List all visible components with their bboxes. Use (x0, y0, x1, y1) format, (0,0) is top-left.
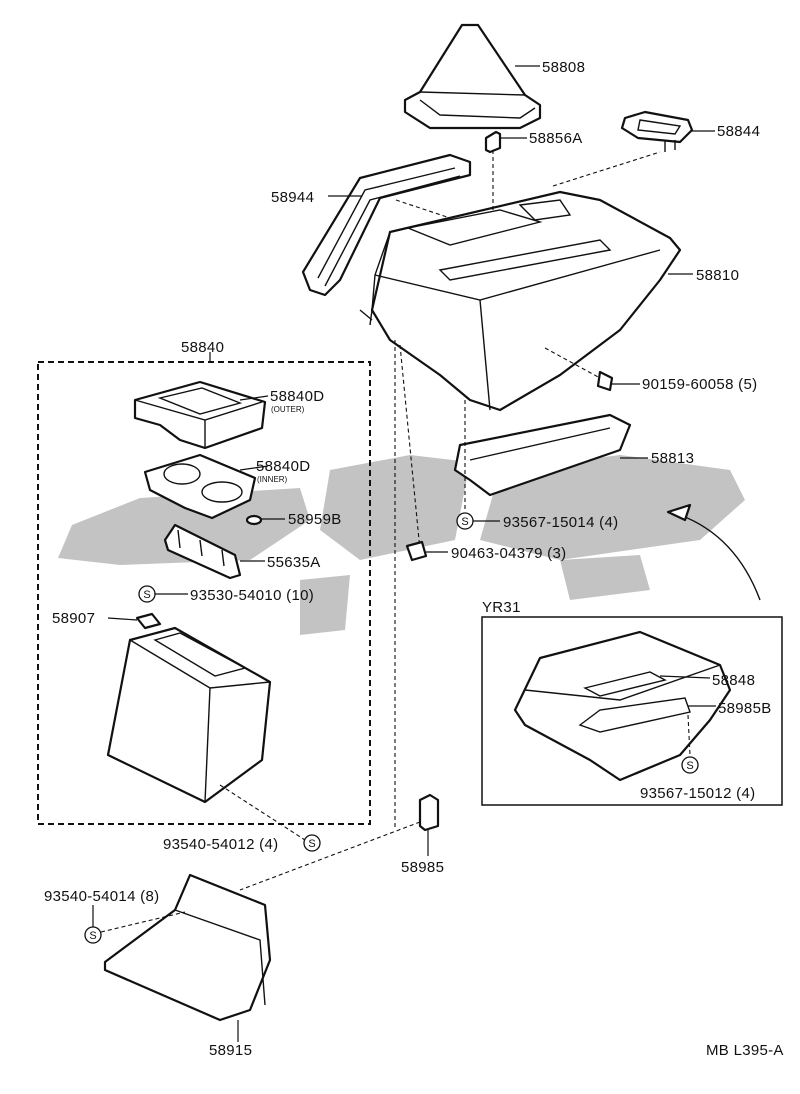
bolt-symbol-93567-15014: S (456, 512, 474, 530)
label-58915: 58915 (209, 1042, 252, 1059)
leader-58848 (659, 675, 711, 679)
dash-drop-1 (399, 344, 421, 551)
label-58844: 58844 (717, 123, 760, 140)
label-58808: 58808 (542, 59, 585, 76)
tray-58813 (453, 413, 632, 497)
leader-58840d-inner (239, 465, 269, 471)
label-55635a: 55635A (267, 554, 321, 571)
label-58907: 58907 (52, 610, 95, 627)
dash-box (219, 784, 306, 841)
bezel-58844 (620, 110, 694, 152)
label-93567-a: 93567-15014 (4) (503, 514, 618, 531)
bolt-symbol-93540-54014: S (84, 926, 102, 944)
label-93540-a: 93540-54012 (4) (163, 836, 278, 853)
label-yr31: YR31 (482, 599, 521, 616)
svg-text:S: S (308, 838, 315, 850)
cap-58959b (245, 514, 263, 526)
dash-93540-b (100, 911, 186, 933)
dash-screw (544, 347, 601, 379)
screw-90159 (596, 370, 614, 392)
leader-58840d-outer (239, 395, 269, 401)
svg-text:S: S (461, 516, 468, 528)
dash-58985 (239, 821, 421, 891)
label-drawing-code: MB L395-A (706, 1042, 784, 1059)
arrow-head (666, 503, 692, 522)
dash-a (395, 199, 451, 219)
dash-c (552, 151, 661, 187)
label-93567-b: 93567-15012 (4) (640, 785, 755, 802)
clip-90463 (405, 540, 428, 562)
bolt-symbol-93567-15012: S (681, 756, 699, 774)
rail-58944 (301, 153, 472, 297)
label-58813: 58813 (651, 450, 694, 467)
label-inner-note: (INNER) (257, 475, 288, 484)
label-outer-note: (OUTER) (271, 405, 305, 414)
label-93530: 93530-54010 (10) (190, 587, 314, 604)
arrow-curve (679, 514, 761, 601)
panel-58840d-inner (143, 453, 257, 520)
bolt-symbol-93530: S (138, 585, 156, 603)
svg-text:S: S (143, 589, 150, 601)
clip-58907 (135, 612, 162, 630)
console-body-58810 (359, 190, 682, 412)
label-58810: 58810 (696, 267, 739, 284)
panel-58840d-outer (133, 380, 267, 450)
svg-text:S: S (89, 930, 96, 942)
label-58856a: 58856A (529, 130, 583, 147)
leader-58907 (107, 617, 138, 621)
label-58944: 58944 (271, 189, 314, 206)
yr31-inset-box (481, 616, 783, 806)
label-58985b: 58985B (718, 700, 772, 717)
base-cover-58915 (103, 873, 272, 1022)
label-58840d-inner: 58840D (256, 458, 310, 475)
label-93540-b: 93540-54014 (8) (44, 888, 159, 905)
clip-58985 (418, 793, 440, 832)
watermark-logo (58, 455, 745, 635)
label-90159: 90159-60058 (5) (642, 376, 757, 393)
label-58959b: 58959B (288, 511, 342, 528)
bracket-55635a (163, 523, 242, 580)
label-90463: 90463-04379 (3) (451, 545, 566, 562)
bolt-symbol-93540-54012: S (303, 834, 321, 852)
label-58840: 58840 (181, 339, 224, 356)
svg-text:S: S (686, 760, 693, 772)
box-lower (106, 626, 272, 804)
label-58985: 58985 (401, 859, 444, 876)
assembly-box-58840 (37, 361, 371, 825)
shift-boot-58808 (403, 23, 542, 130)
clip-58856a (484, 130, 502, 154)
label-58840d-outer: 58840D (270, 388, 324, 405)
label-58848: 58848 (712, 672, 755, 689)
